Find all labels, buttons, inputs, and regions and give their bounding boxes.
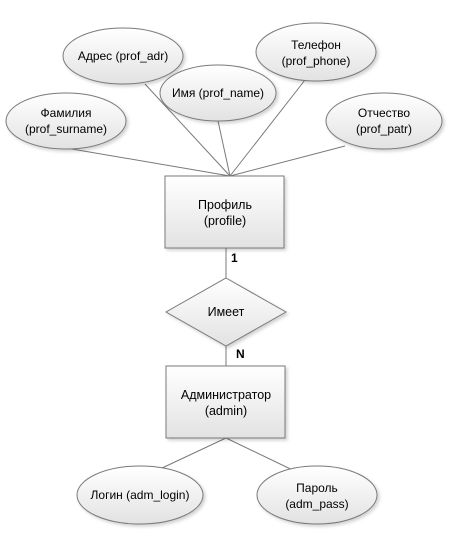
attribute-patr-line2: (prof_patr) [356,122,412,136]
attribute-pass-line2: (adm_pass) [285,497,348,511]
attribute-patr-line1: Отчество [358,106,410,120]
attribute-pass-shape [256,465,378,525]
connector-name [217,120,231,177]
relationship-shape [164,277,288,347]
attribute-phone-line1: Телефон [291,38,341,52]
connector-phone [229,79,306,177]
entity-profile-shape [164,175,285,249]
relationship-label: Имеет [208,305,245,319]
entity-admin-shape [165,365,286,439]
connector-patr [229,145,346,177]
attribute-name-shape [159,64,277,122]
attribute-pass-line1: Пароль [296,481,338,495]
entity-admin-line2: (admin) [205,404,247,418]
attribute-login-shape [76,465,204,525]
attribute-adr-line1: Адрес (prof_adr) [78,49,168,63]
attribute-name-line1: Имя (prof_name) [172,86,264,100]
attribute-surname-line2: (prof_surname) [25,122,107,136]
attribute-phone-line2: (prof_phone) [282,54,351,68]
attribute-phone-shape [255,22,377,82]
attribute-surname-shape [5,92,127,150]
attribute-patr-shape [325,92,443,150]
connector-surname [65,147,231,177]
attribute-adr-shape [62,27,184,85]
entity-profile-line1: Профиль [198,198,252,212]
cardinality-top: 1 [231,251,238,265]
entity-profile-line2: (profile) [204,214,246,228]
cardinality-bottom: N [236,347,245,361]
attribute-login-line1: Логин (adm_login) [91,488,190,502]
entity-admin-line1: Администратор [181,388,271,402]
connector-adr [144,83,231,177]
attribute-surname-line1: Фамилия [41,106,92,120]
